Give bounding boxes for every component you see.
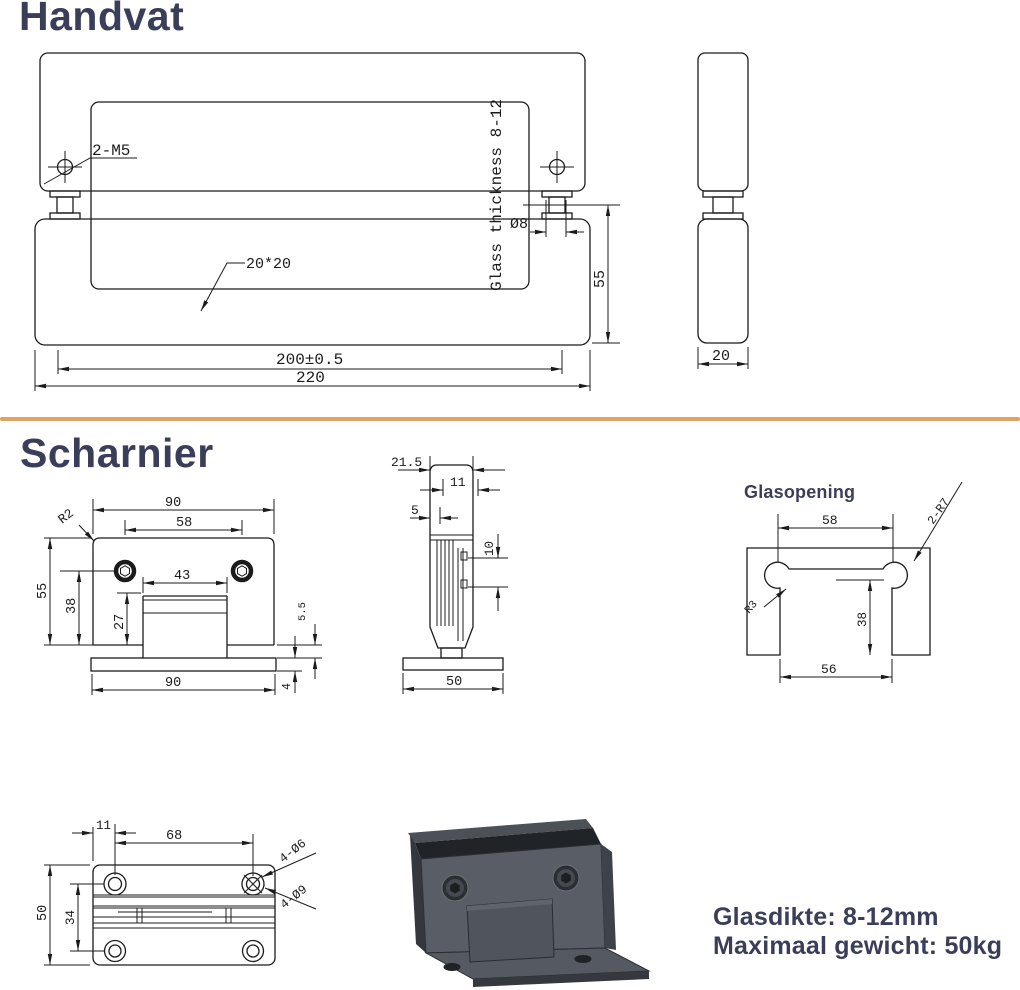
- render-screw-left: [441, 874, 469, 902]
- glasopening-title: Glasopening: [744, 482, 856, 502]
- glasopening-hole-centers-dim: 58: [822, 513, 838, 528]
- topview-inner-dim: 34: [64, 910, 78, 925]
- glasopening-relief-label: 2-R7: [925, 496, 953, 528]
- glasopening-notch-width-dim: 56: [821, 662, 837, 677]
- glasopening-depth-dim: 38: [856, 612, 870, 627]
- scharnier-top-view-drawing: 50 34 11 68 4-Ø6 4-Ø9: [36, 819, 317, 966]
- handvat-bar-label: 20*20: [246, 256, 291, 273]
- scharnier-width-top-dim: 90: [165, 496, 181, 511]
- spec-glass-thickness: Glasdikte: 8-12mm: [713, 903, 939, 931]
- scharnier-hole-height-dim: 38: [65, 598, 80, 614]
- scharnier-height-dim: 55: [36, 583, 51, 599]
- hinge-3d-render: [408, 819, 651, 987]
- scharnier-width-bottom-dim: 90: [165, 676, 181, 691]
- handvat-height-dim: 55: [592, 270, 609, 288]
- handvat-inner-length-dim: 200±0.5: [276, 351, 343, 369]
- handvat-outer-length-dim: 220: [296, 369, 325, 387]
- topview-edge-dim: 11: [96, 819, 111, 833]
- handvat-glass-label: Glass thickness 8-12: [488, 99, 506, 291]
- scharnier-pin-dim: 10: [483, 541, 497, 556]
- scharnier-side-view-drawing: 21.5 11 5 10 50: [391, 455, 508, 694]
- scharnier-depth-dim: 21.5: [391, 455, 422, 470]
- glasopening-drawing: 58 2-R7 R3 38 56: [743, 481, 963, 683]
- scharnier-base-dim: 50: [446, 675, 462, 690]
- topview-hole-spacing-dim: 68: [166, 829, 182, 844]
- scharnier-tab-height-dim: 27: [113, 614, 128, 630]
- spec-max-weight: Maximaal gewicht: 50kg: [713, 932, 1003, 960]
- scharnier-radius-label: R2: [55, 506, 77, 527]
- handvat-width-dim: 20: [712, 348, 730, 365]
- scharnier-lip-dim: 5.5: [297, 602, 309, 621]
- scharnier-front-view-drawing: R2 90 58 43 55 38 27 5.5: [36, 496, 322, 695]
- hex-screw-right: [230, 559, 254, 583]
- topview-hole-label-1: 4-Ø6: [277, 837, 309, 867]
- handvat-screw-label: 2-M5: [92, 142, 130, 160]
- handvat-front-view-drawing: 2-M5 20*20 Glass thickness 8-12 Ø8 55 20…: [34, 52, 620, 391]
- scharnier-hole-spacing-dim: 58: [176, 516, 192, 531]
- scharnier-plate-dim: 4: [281, 683, 294, 690]
- scharnier-knuckle-dim: 11: [450, 475, 466, 490]
- render-screw-right: [552, 864, 580, 892]
- topview-depth-dim: 50: [36, 905, 51, 921]
- handvat-title: Handvat: [19, 0, 185, 39]
- handvat-hole-label: Ø8: [510, 216, 528, 233]
- hex-screw-left: [113, 559, 137, 583]
- section-divider: [0, 417, 1020, 421]
- screw-symbol-right: [540, 151, 574, 183]
- screw-symbol-left: [48, 151, 82, 183]
- topview-hole-label-2: 4-Ø9: [278, 883, 310, 913]
- scharnier-tab-width-dim: 43: [174, 569, 190, 584]
- handvat-side-view-drawing: 20: [697, 52, 749, 369]
- spec-text: Glasdikte: 8-12mm Maximaal gewicht: 50kg: [713, 903, 1002, 961]
- scharnier-wall-dim: 5: [411, 503, 419, 518]
- scharnier-title: Scharnier: [20, 430, 214, 476]
- glasopening-corner-label: R3: [743, 599, 761, 617]
